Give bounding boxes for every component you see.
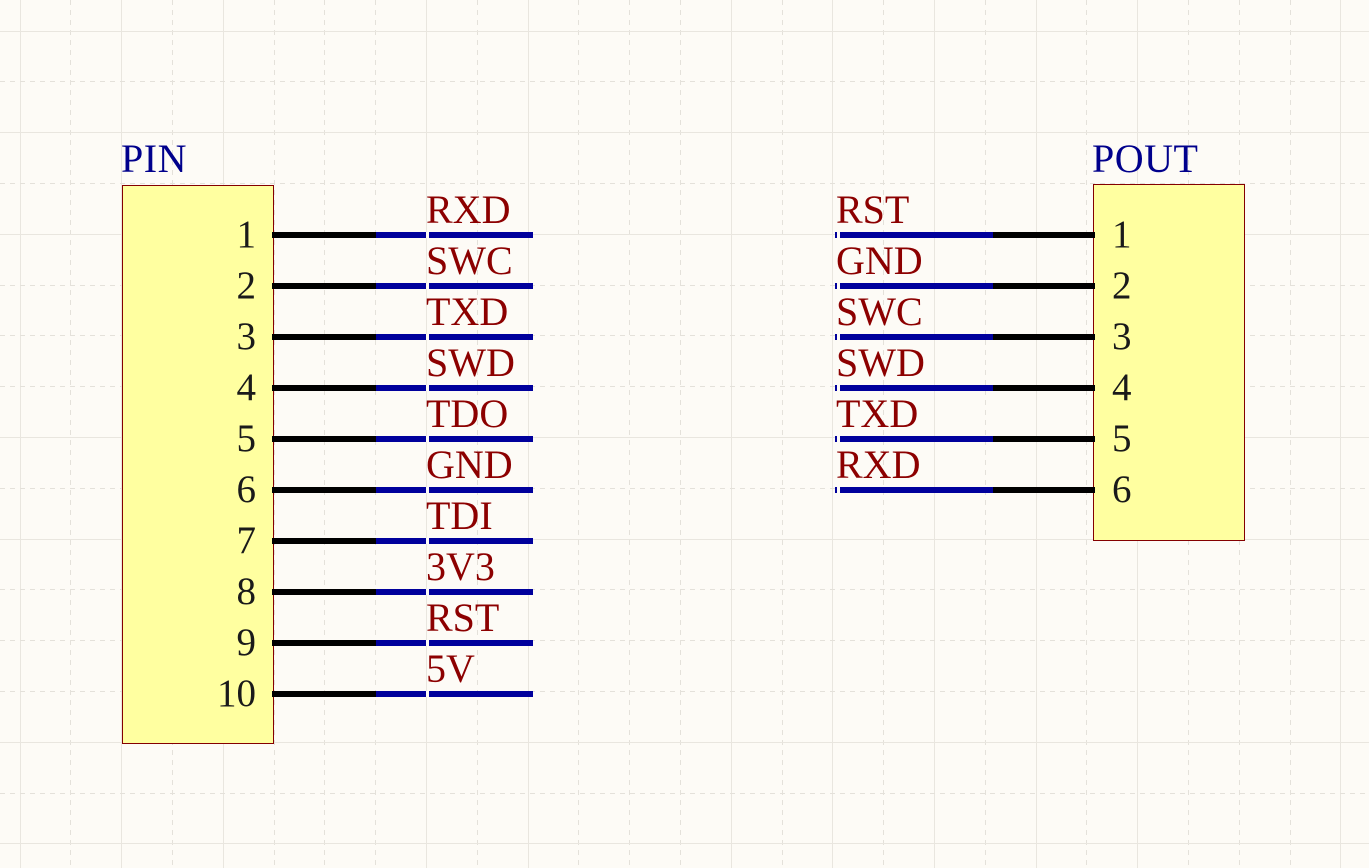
wire-pin-6[interactable]: [272, 487, 378, 493]
wire-pin-4[interactable]: [272, 385, 378, 391]
net-line-pin-6[interactable]: [376, 487, 533, 493]
component-body-pin[interactable]: [122, 185, 274, 744]
net-anchor-pin-4: [426, 385, 429, 391]
net-line-pin-4[interactable]: [376, 385, 533, 391]
net-anchor-pin-10: [426, 691, 429, 697]
net-line-pin-2[interactable]: [376, 283, 533, 289]
pin-number: 3: [1112, 315, 1132, 358]
wire-pout-5[interactable]: [991, 436, 1095, 442]
net-line-pout-2[interactable]: [835, 283, 993, 289]
net-label-txd[interactable]: TXD: [426, 289, 509, 334]
net-anchor-pout-4: [837, 385, 840, 391]
net-line-pin-5[interactable]: [376, 436, 533, 442]
net-anchor-pin-8: [426, 589, 429, 595]
net-line-pin-8[interactable]: [376, 589, 533, 595]
net-line-pin-3[interactable]: [376, 334, 533, 340]
pin-number: 2: [236, 264, 257, 307]
net-label-3v3[interactable]: 3V3: [426, 544, 495, 589]
net-anchor-pin-1: [426, 232, 429, 238]
pin-number: 9: [236, 621, 257, 664]
wire-pin-8[interactable]: [272, 589, 378, 595]
net-line-pout-5[interactable]: [835, 436, 993, 442]
wire-pin-1[interactable]: [272, 232, 378, 238]
pin-number: 5: [1112, 417, 1132, 460]
net-anchor-pin-2: [426, 283, 429, 289]
pin-number: 4: [1112, 366, 1132, 409]
component-reference-pout: POUT: [1092, 136, 1199, 181]
pin-number: 3: [236, 315, 257, 358]
wire-pin-7[interactable]: [272, 538, 378, 544]
wire-pin-5[interactable]: [272, 436, 378, 442]
net-label-rxd[interactable]: RXD: [426, 187, 511, 232]
pin-number: 10: [217, 672, 256, 715]
component-body-pout[interactable]: [1093, 184, 1245, 541]
pin-number: 6: [1112, 468, 1132, 511]
net-line-pout-6[interactable]: [835, 487, 993, 493]
pin-number: 1: [236, 213, 257, 256]
pin-number: 5: [236, 417, 257, 460]
net-line-pin-7[interactable]: [376, 538, 533, 544]
pin-number: 4: [236, 366, 257, 409]
net-label-gnd[interactable]: GND: [426, 442, 513, 487]
net-line-pout-1[interactable]: [835, 232, 993, 238]
net-label-swc[interactable]: SWC: [426, 238, 513, 283]
net-label-rst[interactable]: RST: [426, 595, 500, 640]
pin-number: 1: [1112, 213, 1132, 256]
net-label-tdo[interactable]: TDO: [426, 391, 509, 436]
net-label-swc-pout[interactable]: SWC: [836, 289, 923, 334]
net-anchor-pout-1: [837, 232, 840, 238]
net-label-rxd-pout[interactable]: RXD: [836, 442, 921, 487]
net-anchor-pin-6: [426, 487, 429, 493]
wire-pin-2[interactable]: [272, 283, 378, 289]
net-label-tdi[interactable]: TDI: [426, 493, 493, 538]
pin-number: 6: [236, 468, 257, 511]
pin-number: 7: [236, 519, 257, 562]
wire-pin-10[interactable]: [272, 691, 378, 697]
pin-number: 2: [1112, 264, 1132, 307]
net-anchor-pin-3: [426, 334, 429, 340]
wire-pin-3[interactable]: [272, 334, 378, 340]
net-anchor-pout-6: [837, 487, 840, 493]
net-anchor-pout-2: [837, 283, 840, 289]
component-reference-pin: PIN: [121, 136, 187, 181]
net-label-rst-pout[interactable]: RST: [836, 187, 910, 232]
net-label-gnd-pout[interactable]: GND: [836, 238, 923, 283]
wire-pout-3[interactable]: [991, 334, 1095, 340]
net-label-swd[interactable]: SWD: [426, 340, 515, 385]
net-anchor-pin-9: [426, 640, 429, 646]
net-label-5v[interactable]: 5V: [426, 646, 475, 691]
net-line-pout-4[interactable]: [835, 385, 993, 391]
net-anchor-pin-7: [426, 538, 429, 544]
wire-pout-1[interactable]: [991, 232, 1095, 238]
net-line-pin-9[interactable]: [376, 640, 533, 646]
net-line-pin-1[interactable]: [376, 232, 533, 238]
net-label-txd-pout[interactable]: TXD: [836, 391, 919, 436]
net-anchor-pout-3: [837, 334, 840, 340]
net-anchor-pin-5: [426, 436, 429, 442]
net-line-pin-10[interactable]: [376, 691, 533, 697]
wire-pin-9[interactable]: [272, 640, 378, 646]
pin-number: 8: [236, 570, 257, 613]
net-anchor-pout-5: [837, 436, 840, 442]
net-line-pout-3[interactable]: [835, 334, 993, 340]
wire-pout-6[interactable]: [991, 487, 1095, 493]
wire-pout-4[interactable]: [991, 385, 1095, 391]
wire-pout-2[interactable]: [991, 283, 1095, 289]
net-label-swd-pout[interactable]: SWD: [836, 340, 925, 385]
